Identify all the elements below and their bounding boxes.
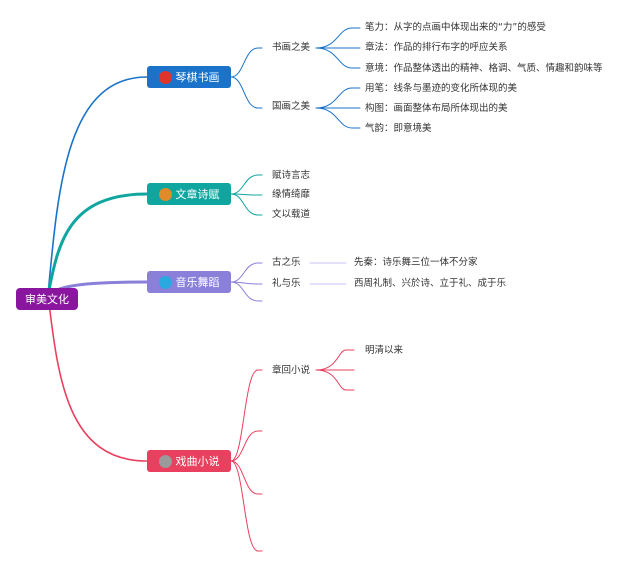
leaf-xianqin[interactable]: 先秦：诗乐舞三位一体不分家: [354, 257, 478, 268]
leaf-connector: [315, 349, 355, 371]
branch-connector: [230, 369, 263, 462]
leaf-connector: [315, 107, 361, 129]
subtopic-guzhile[interactable]: 古之乐: [272, 257, 301, 268]
root-connector: [47, 76, 148, 296]
branch-node-yinyuewudao[interactable]: 音乐舞蹈: [147, 271, 231, 293]
branch-connector: [230, 460, 263, 495]
branch-node-xiquxiaoshuo[interactable]: 戏曲小说: [147, 450, 231, 472]
branch-connector: [230, 193, 263, 216]
leaf-bili[interactable]: 笔力：从字的点画中体现出来的“力”的感受: [365, 22, 546, 33]
leaf-yongbi[interactable]: 用笔：线条与墨迹的变化所体现的美: [365, 83, 518, 94]
branch-connector: [230, 47, 263, 78]
branch-connector: [230, 281, 263, 302]
branch-connector: [230, 430, 263, 462]
leaf-connector: [315, 27, 361, 49]
leaf-yijing[interactable]: 意境：作品整体透出的精神、格调、气质、情趣和韵味等: [365, 63, 603, 74]
subtopic-wenyi[interactable]: 文以载道: [272, 209, 311, 220]
branch-label: 文章诗赋: [175, 188, 220, 201]
root-connector: [46, 192, 149, 297]
branch-connector: [230, 460, 263, 552]
leaf-qiyun[interactable]: 气韵：即意境美: [365, 123, 432, 134]
branch-connector: [230, 262, 263, 283]
subtopic-shuhua[interactable]: 书画之美: [272, 42, 311, 53]
subtopic-guohua[interactable]: 国画之美: [272, 101, 311, 112]
leaf-zhangfa[interactable]: 章法：作品的排行布字的呼应关系: [365, 42, 508, 53]
root-connector: [47, 294, 148, 462]
flag-icon: [158, 70, 172, 84]
subtopic-fushi[interactable]: 赋诗言志: [272, 170, 311, 181]
leaf-connector: [315, 87, 361, 109]
leaf-connector: [315, 369, 355, 391]
branch-label: 戏曲小说: [175, 455, 220, 468]
root-label: 审美文化: [25, 293, 69, 306]
subtopic-liyule[interactable]: 礼与乐: [272, 278, 301, 289]
subtopic-zhanghui[interactable]: 章回小说: [272, 365, 311, 376]
branch-label: 音乐舞蹈: [175, 276, 220, 289]
branch-connector: [230, 193, 263, 196]
root-node[interactable]: 审美文化: [16, 288, 78, 310]
book-icon: [158, 187, 172, 201]
branch-label: 琴棋书画: [175, 71, 220, 84]
leaf-connector: [315, 47, 361, 69]
branch-connector: [230, 174, 263, 195]
branch-connector: [230, 76, 263, 109]
leaf-goutu[interactable]: 构图：画面整体布局所体现出的美: [365, 103, 508, 114]
leaf-mingqing[interactable]: 明清以来: [365, 345, 404, 356]
subtopic-yuanqing[interactable]: 缘情绮靡: [272, 189, 311, 200]
mask-icon: [158, 454, 172, 468]
branch-node-qinqishuhua[interactable]: 琴棋书画: [147, 66, 231, 88]
music-icon: [158, 275, 172, 289]
leaf-xizhou[interactable]: 西周礼制、兴於诗、立于礼、成于乐: [354, 278, 507, 289]
branch-node-wenzhangshifu[interactable]: 文章诗赋: [147, 183, 231, 205]
